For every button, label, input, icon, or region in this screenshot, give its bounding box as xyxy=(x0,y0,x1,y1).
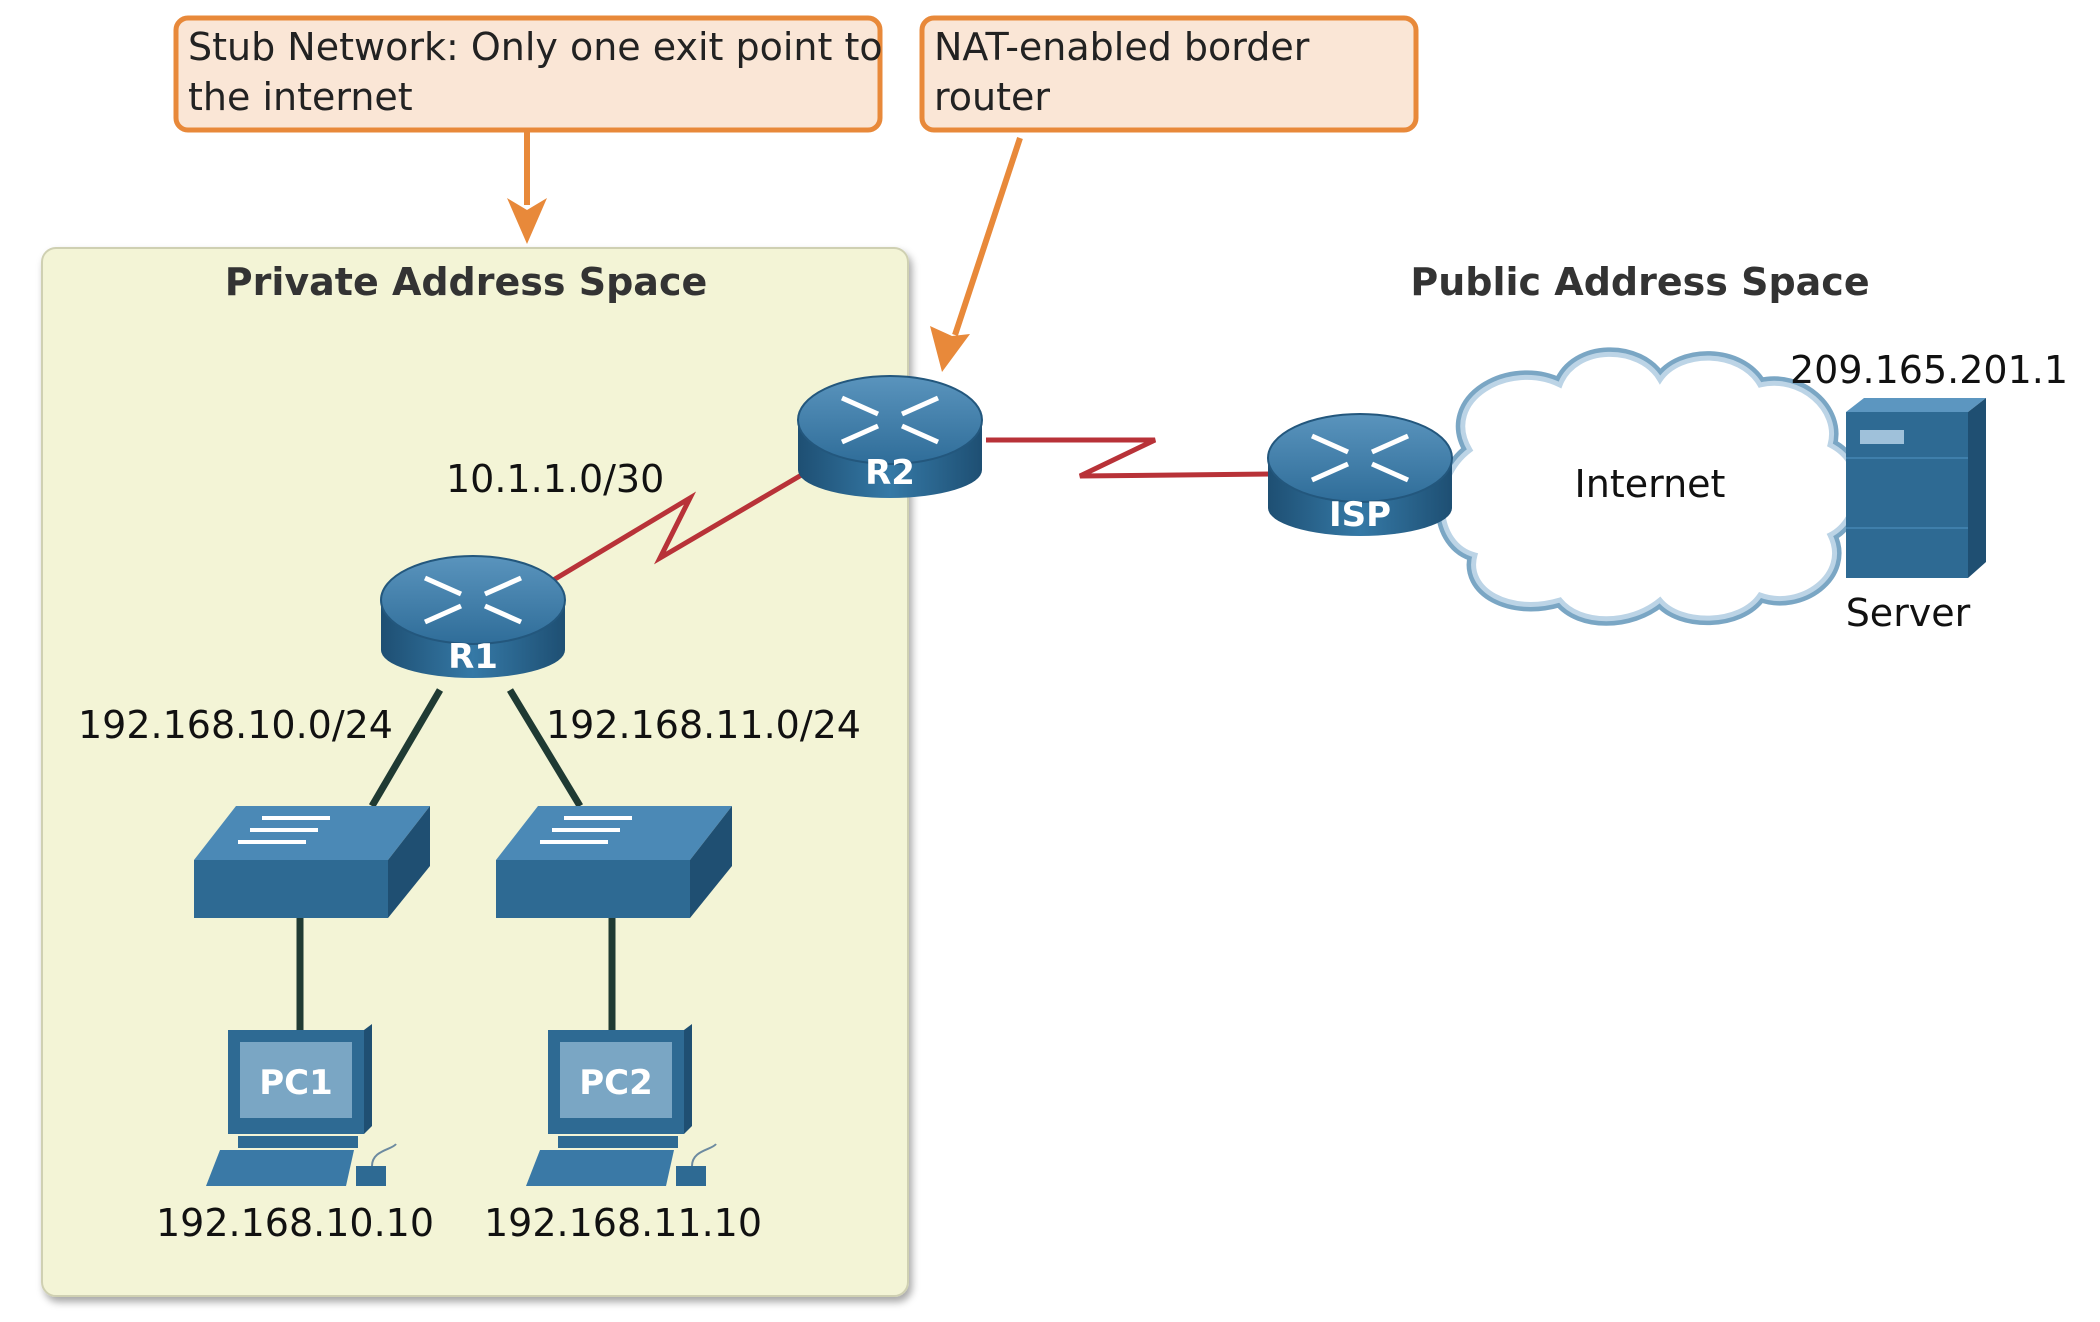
pc2-label: PC2 xyxy=(579,1063,653,1103)
serial-link-r2-isp xyxy=(986,437,1276,479)
lan2-subnet-label: 192.168.11.0/24 xyxy=(546,703,861,747)
pc1-computer-icon[interactable]: PC1 xyxy=(206,1024,397,1186)
pc2-ip-label: 192.168.11.10 xyxy=(484,1201,762,1245)
pc1-ip-label: 192.168.10.10 xyxy=(156,1201,434,1245)
internet-label: Internet xyxy=(1575,462,1726,506)
router-r1-label: R1 xyxy=(448,637,498,677)
public-zone-title: Public Address Space xyxy=(1410,260,1869,304)
network-links xyxy=(296,437,1276,1030)
router-r2-label: R2 xyxy=(865,453,915,493)
ethernet-link-r1-sw2 xyxy=(507,688,583,808)
router-r2[interactable]: R2 xyxy=(797,375,983,498)
internet-cloud-icon: Internet xyxy=(1435,347,1864,626)
router-isp[interactable]: ISP xyxy=(1267,413,1453,536)
callout-stub-network: Stub Network: Only one exit point to the… xyxy=(173,15,883,133)
callout-nat-line1: NAT-enabled border xyxy=(934,25,1310,69)
serial-link-r1-r2 xyxy=(548,467,812,585)
callout-nat-router: NAT-enabled border router xyxy=(919,15,1419,133)
router-r1[interactable]: R1 xyxy=(380,555,566,678)
pc2-computer-icon[interactable]: PC2 xyxy=(526,1024,717,1186)
router-isp-label: ISP xyxy=(1329,495,1391,535)
private-address-zone xyxy=(41,247,909,1297)
private-zone-title: Private Address Space xyxy=(225,260,708,304)
callout-stub-line1: Stub Network: Only one exit point to xyxy=(188,25,883,69)
pc1-label: PC1 xyxy=(259,1063,333,1103)
switch-lan1-icon[interactable] xyxy=(194,806,430,918)
ethernet-link-r1-sw1 xyxy=(368,688,444,808)
r1-r2-subnet-label: 10.1.1.0/30 xyxy=(446,457,664,501)
callout-arrows xyxy=(507,130,1023,372)
server-label: Server xyxy=(1846,591,1971,635)
nat-callout-arrow xyxy=(952,137,1023,336)
lan1-subnet-label: 192.168.10.0/24 xyxy=(78,703,393,747)
router-arrows-icon xyxy=(423,575,523,625)
router-arrows-icon xyxy=(1310,433,1410,483)
callout-nat-line2: router xyxy=(934,75,1050,119)
switch-lan2-icon[interactable] xyxy=(496,806,732,918)
router-arrows-icon xyxy=(840,395,940,445)
server-ip-label: 209.165.201.1 xyxy=(1790,348,2068,392)
callout-stub-line2: the internet xyxy=(188,75,413,119)
server-icon[interactable] xyxy=(1846,398,1986,578)
